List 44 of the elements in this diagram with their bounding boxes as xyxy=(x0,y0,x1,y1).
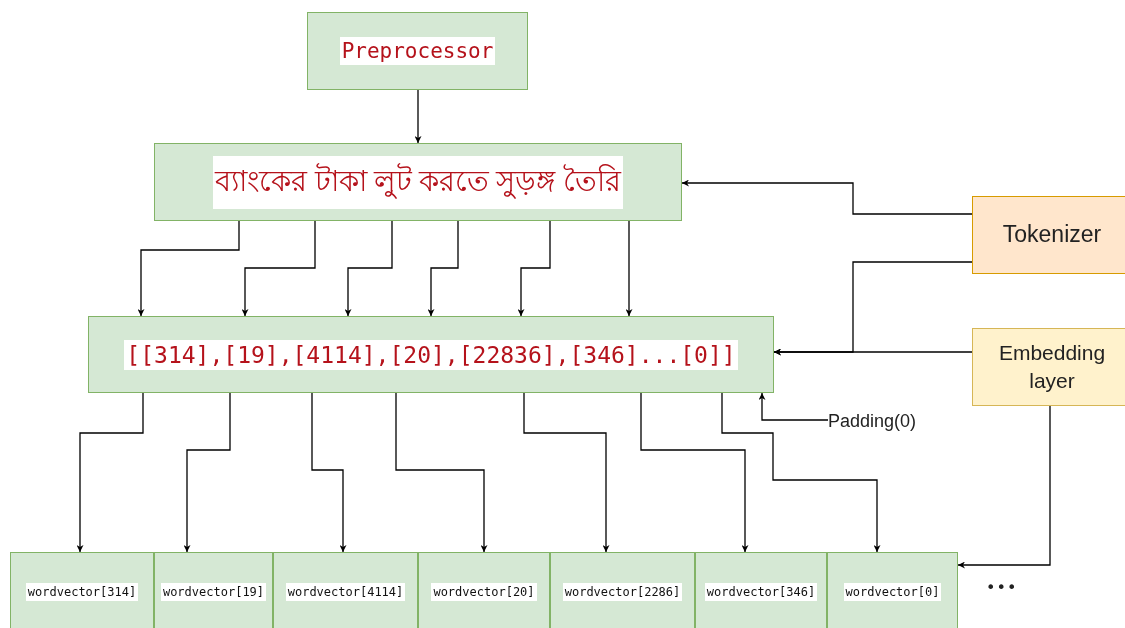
arrow xyxy=(640,392,749,553)
arrow xyxy=(625,220,633,317)
arrow xyxy=(721,392,881,553)
cell-text: wordvector[314] xyxy=(25,583,139,601)
arrow xyxy=(681,179,973,215)
table-cell xyxy=(154,552,273,628)
box-label: Embedding layer xyxy=(997,339,1107,394)
arrow xyxy=(76,392,144,553)
arrow xyxy=(427,220,459,317)
arrow xyxy=(344,220,393,317)
table-cell xyxy=(827,552,958,628)
arrow xyxy=(957,405,1051,569)
token-ids-text: [[314],[19],[4114],[20],[22836],[346]...[0]] xyxy=(124,339,738,370)
table-cell xyxy=(550,552,695,628)
arrow xyxy=(137,220,240,317)
box-label: Tokenizer xyxy=(1002,220,1102,250)
arrow xyxy=(773,348,973,356)
process-box xyxy=(88,316,774,393)
padding-label: Padding(0) xyxy=(828,410,938,432)
arrow xyxy=(241,220,316,317)
arrow xyxy=(517,220,551,317)
arrow xyxy=(395,392,488,553)
cell-text: wordvector[20] xyxy=(431,583,537,601)
table-cell xyxy=(418,552,550,628)
process-box xyxy=(154,143,682,221)
process-box xyxy=(307,12,528,90)
cell-text: wordvector[2286] xyxy=(562,583,683,601)
arrow xyxy=(758,392,829,421)
cell-text: wordvector[0] xyxy=(843,583,942,601)
ellipsis-dots: ••• xyxy=(986,578,1018,597)
arrow xyxy=(414,89,422,144)
arrow xyxy=(183,392,231,553)
table-cell xyxy=(273,552,418,628)
process-box xyxy=(972,328,1125,406)
sentence-text: ব্যাংকের টাকা লুট করতে সুড়ঙ্গ তৈরি xyxy=(213,155,623,209)
arrow xyxy=(523,392,610,553)
code-text: Preprocessor xyxy=(339,37,496,65)
cell-text: wordvector[346] xyxy=(704,583,818,601)
table-cell xyxy=(695,552,827,628)
cell-text: wordvector[4114] xyxy=(285,583,406,601)
process-box xyxy=(972,196,1125,274)
cell-text: wordvector[19] xyxy=(160,583,267,601)
arrow xyxy=(311,392,347,553)
table-cell xyxy=(10,552,154,628)
